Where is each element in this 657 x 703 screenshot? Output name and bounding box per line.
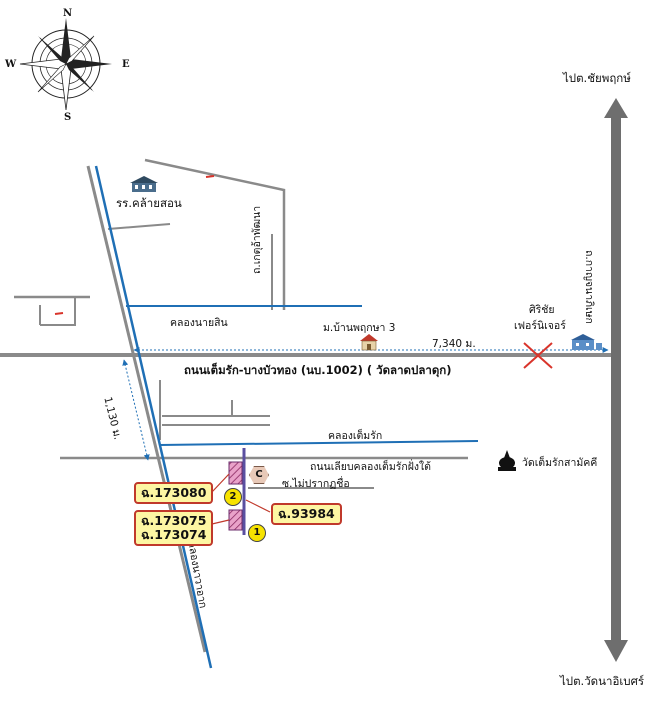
marker-one: 1 bbox=[248, 524, 266, 542]
soi-unnamed-label: ซ.ไม่ปรากฏชื่อ bbox=[282, 478, 350, 490]
plot-173075-label: ฉ.173075 bbox=[141, 513, 207, 528]
compass-south-label: S bbox=[64, 112, 72, 123]
house-icon bbox=[360, 334, 378, 351]
compass-east-label: E bbox=[122, 59, 130, 70]
compass-rose-icon bbox=[19, 18, 112, 111]
road-network bbox=[0, 158, 611, 653]
plot-93984-label: ฉ.93984 bbox=[278, 506, 335, 521]
closed-road-x-icon bbox=[523, 342, 553, 369]
furniture-label-line1: ศิริชัย bbox=[529, 304, 555, 316]
canal-nai-sin-label: คลองนายสิน bbox=[170, 317, 228, 329]
distance-horizontal-label: 7,340 ม. bbox=[432, 338, 476, 350]
temple-icon bbox=[498, 450, 516, 471]
plot-box-93984: ฉ.93984 bbox=[271, 503, 342, 525]
main-road-label: ถนนเต็มรัก-บางบัวทอง (นบ.1002) ( วัดลาดป… bbox=[184, 363, 452, 377]
plot-parcels bbox=[228, 461, 243, 531]
highway-arrow bbox=[604, 98, 628, 662]
school-icon bbox=[130, 176, 158, 192]
compass-north-label: N bbox=[63, 8, 73, 19]
canal-network bbox=[94, 165, 479, 669]
plot-173074-label: ฉ.173074 bbox=[141, 527, 207, 542]
distance-line-vertical bbox=[122, 359, 150, 461]
compass-west-label: W bbox=[5, 59, 17, 70]
marker-two: 2 bbox=[224, 488, 242, 506]
village-label: ม.บ้านพฤกษา 3 bbox=[323, 322, 396, 334]
side-road-north-label: ถ.เกตุอ้าพัฒนา bbox=[251, 205, 263, 274]
destination-north-label: ไปต.ชัยพฤกษ์ bbox=[563, 71, 631, 85]
vertical-road-right-label: ถ.กาญจนาภิเษก bbox=[583, 250, 595, 324]
school-label: รร.คล้ายสอน bbox=[116, 196, 182, 210]
marker-c: C bbox=[249, 466, 269, 484]
plot-173080-label: ฉ.173080 bbox=[141, 485, 207, 500]
furniture-store-icon bbox=[571, 334, 602, 350]
plot-pointers bbox=[211, 473, 271, 525]
canal-tem-rak-label: คลองเต็มรัก bbox=[328, 430, 383, 442]
red-mark bbox=[54, 175, 215, 315]
temple-label: วัดเต็มรักสามัคคี bbox=[522, 457, 598, 469]
plot-box-173075-173074: ฉ.173075 ฉ.173074 bbox=[134, 510, 214, 546]
furniture-label-line2: เฟอร์นิเจอร์ bbox=[514, 320, 566, 332]
canal-road-label: ถนนเลียบคลองเต็มรักฝั่งใต้ bbox=[310, 461, 431, 473]
destination-south-label: ไปต.วัดนาอิเบศร์ bbox=[560, 674, 645, 688]
plot-box-173080: ฉ.173080 bbox=[134, 482, 214, 504]
